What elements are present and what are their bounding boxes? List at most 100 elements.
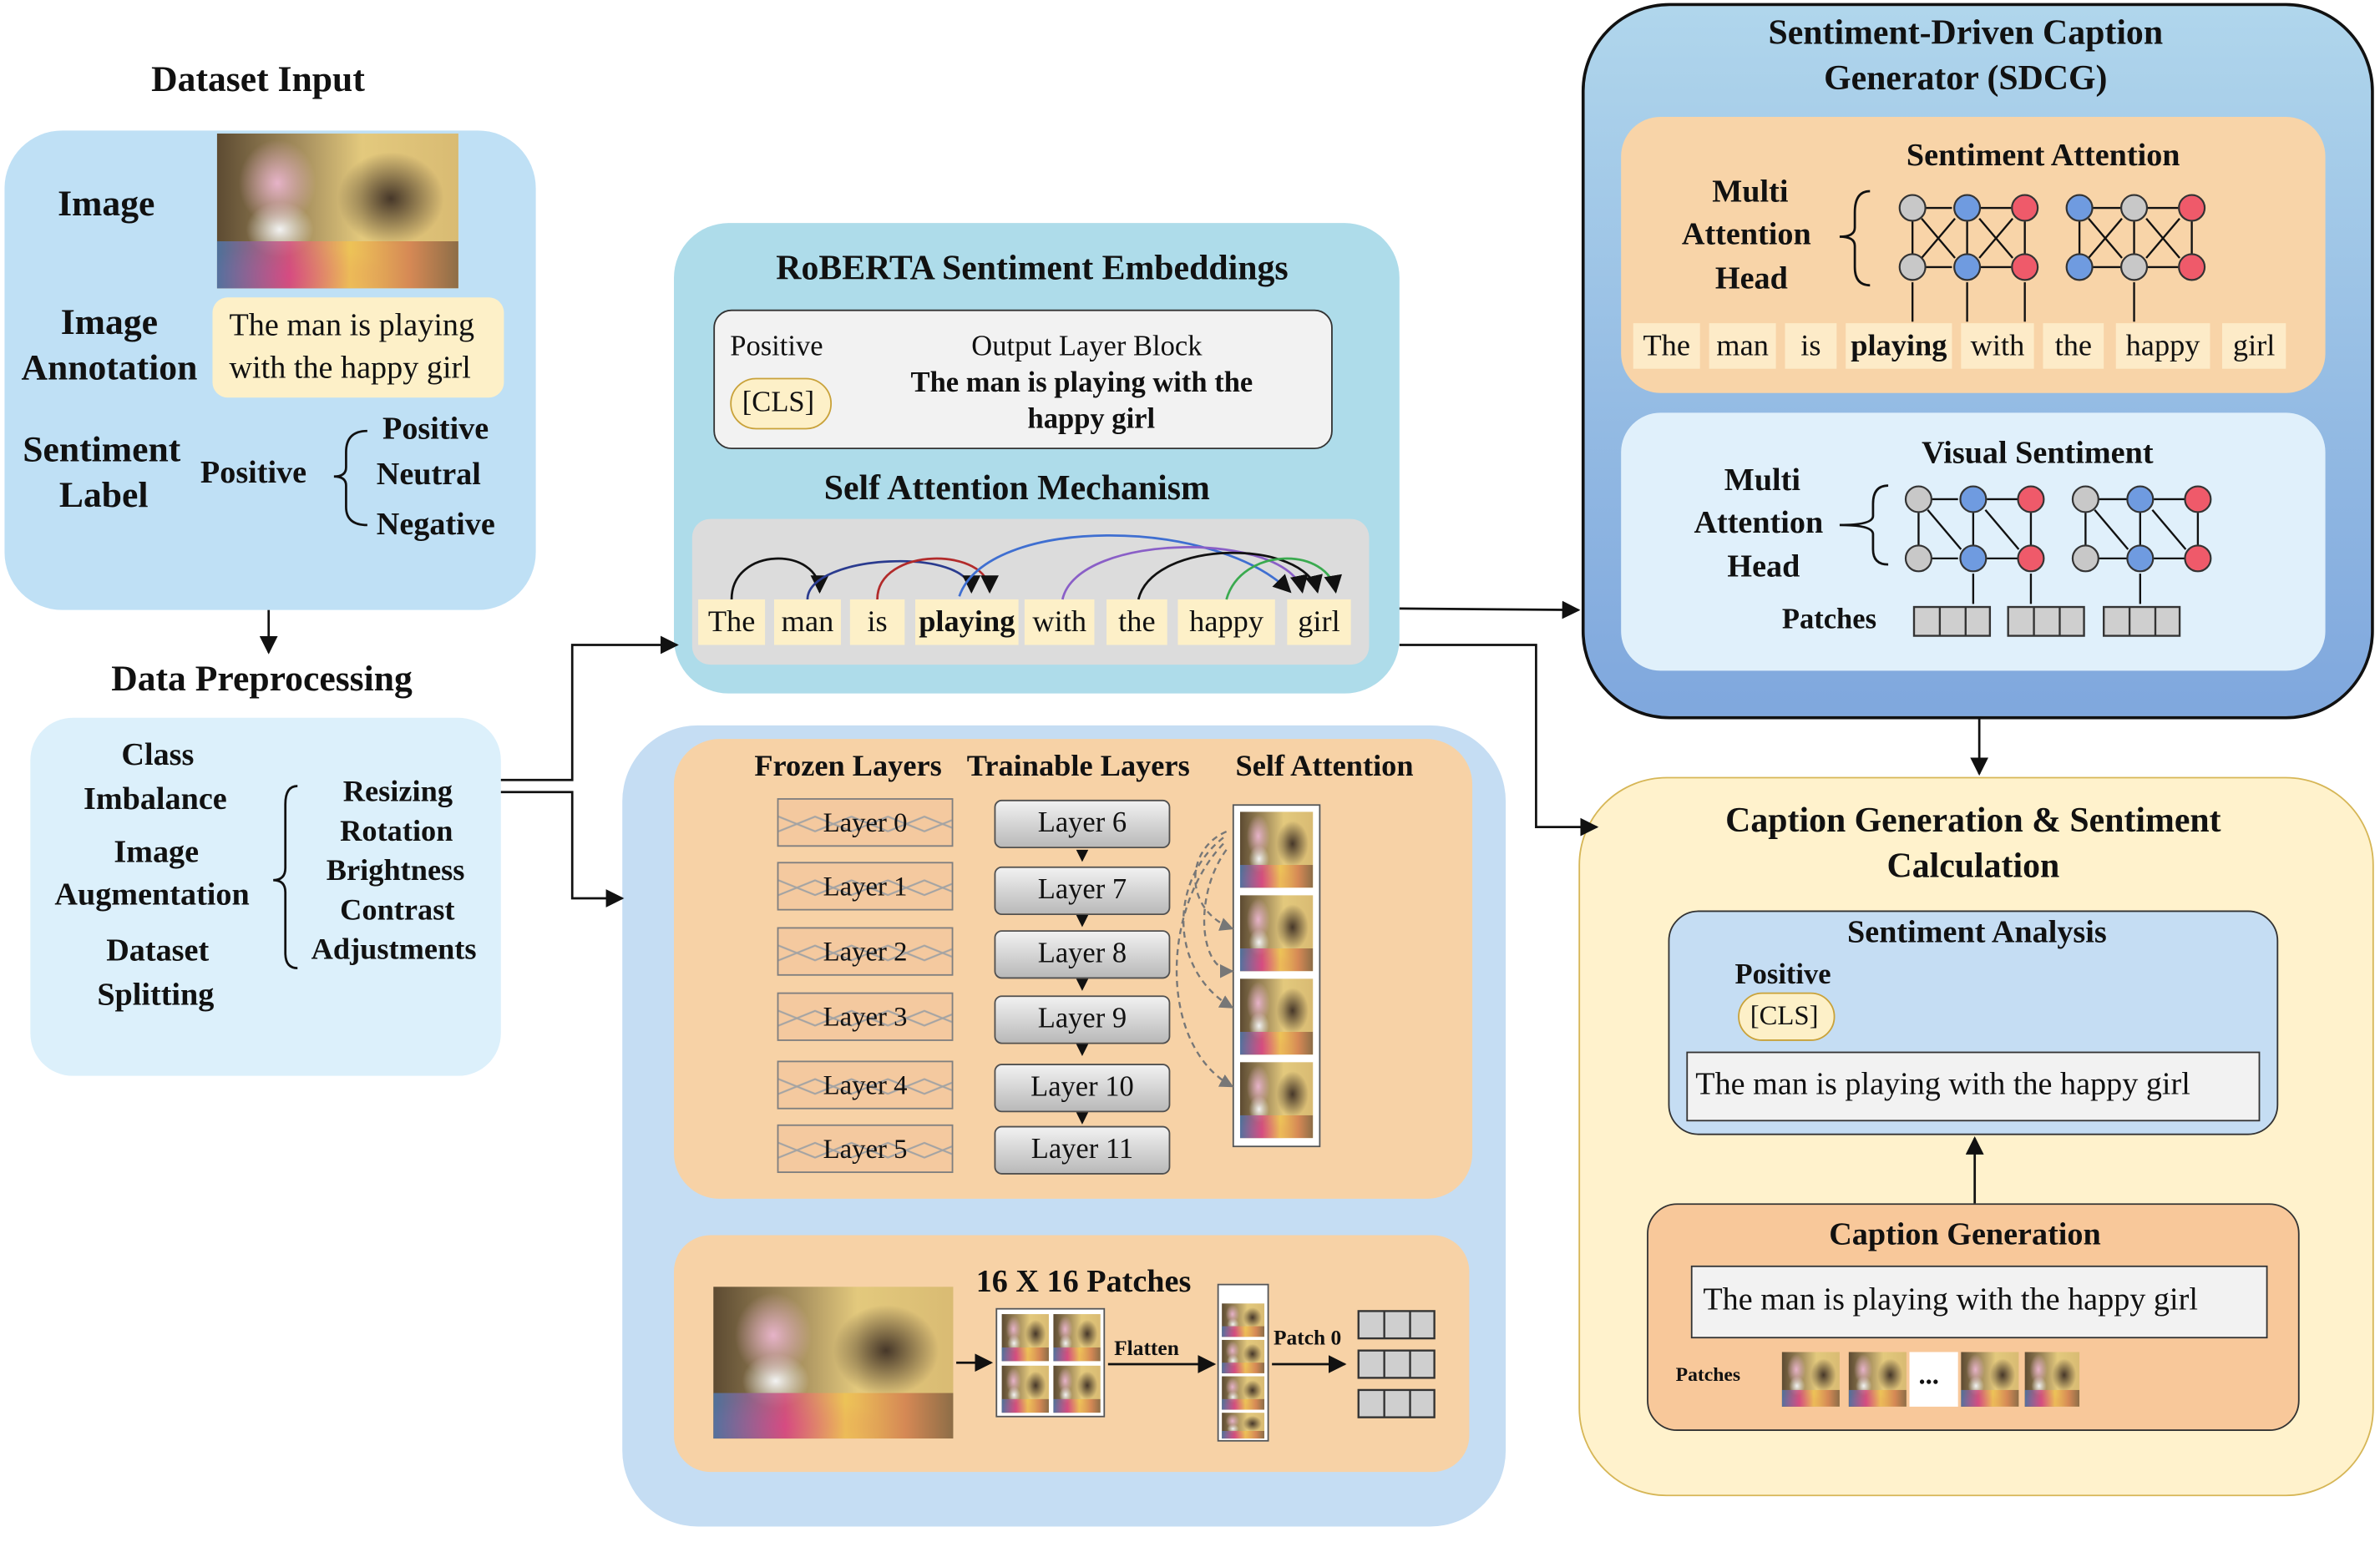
mah-1-line-1: Multi: [1712, 173, 1789, 210]
arrow-prep-to-vit: [500, 791, 625, 907]
analysis-caption-text: The man is playing with the happy girl: [1695, 1064, 2190, 1102]
grid-4-cell-4: [1053, 1365, 1101, 1413]
arrow-prep-to-roberta: [500, 635, 679, 781]
generation-caption-text: The man is playing with the happy girl: [1703, 1281, 2198, 1317]
vit-self-attention-title: Self Attention: [1235, 749, 1414, 783]
frozen-layer-1: Layer 1: [777, 862, 954, 911]
prep-resizing: Resizing: [342, 775, 453, 809]
prep-augmentation: Augmentation: [54, 875, 250, 913]
image-label: Image: [58, 185, 155, 225]
mah-1-line-2: Attention: [1681, 215, 1811, 252]
grid-4-cell-1: [1001, 1314, 1049, 1362]
frozen-layer-5: Layer 5: [777, 1124, 954, 1174]
visual-sentiment-nodes: [1904, 485, 2212, 573]
annotation-text-2: with the happy girl: [229, 349, 471, 386]
sentiment-analysis-title: Sentiment Analysis: [1847, 913, 2107, 950]
preprocessing-title: Data Preprocessing: [111, 660, 413, 700]
sentiment-option-positive: Positive: [382, 409, 489, 447]
visual-sentiment-title: Visual Sentiment: [1922, 433, 2154, 471]
arrow-roberta-to-sdcg: [1399, 600, 1581, 619]
sdcg-token-the-2: the: [2043, 323, 2104, 369]
annotation-text-1: The man is playing: [229, 306, 475, 343]
generation-patches-label: Patches: [1675, 1362, 1741, 1386]
mah-1-brace: [1839, 190, 1871, 287]
rob-token-girl: girl: [1287, 599, 1351, 645]
roberta-positive: Positive: [730, 331, 823, 363]
patches-title: 16 X 16 Patches: [975, 1262, 1192, 1299]
gen-ellipsis-box: [1909, 1352, 1958, 1407]
roberta-cls-token: [730, 377, 833, 430]
sentiment-attention-nodes: [1898, 194, 2206, 281]
sentiment-label-1: Sentiment: [23, 431, 181, 471]
annotation-box: [212, 297, 504, 398]
preprocessing-panel: [30, 717, 501, 1076]
attention-patch-1: [1239, 811, 1314, 888]
rob-token-is: is: [849, 599, 905, 645]
rob-token-the: The: [698, 599, 766, 645]
rob-token-with: with: [1024, 599, 1095, 645]
sentiment-option-negative: Negative: [376, 505, 495, 542]
sdcg-token-is: is: [1785, 323, 1837, 369]
output-block-label: Output Layer Block: [971, 331, 1203, 363]
sdcg-token-playing: playing: [1846, 323, 1952, 369]
prep-splitting: Splitting: [97, 975, 215, 1013]
rob-token-the-2: the: [1106, 599, 1167, 645]
frozen-layer-3: Layer 3: [777, 992, 954, 1041]
flatten-label: Flatten: [1114, 1338, 1179, 1362]
analysis-positive: Positive: [1734, 958, 1831, 991]
prep-dataset: Dataset: [106, 932, 210, 968]
patch0-rows: [1357, 1310, 1436, 1418]
patches-source-photo: [713, 1287, 954, 1439]
mah-1-line-3: Head: [1714, 259, 1788, 296]
rob-token-playing: playing: [915, 599, 1019, 645]
output-text-2: happy girl: [1027, 403, 1156, 436]
attention-dashed-curves: [1175, 830, 1234, 1088]
visual-patch-blocks: [1912, 605, 2181, 637]
prep-class: Class: [121, 736, 195, 773]
mah-2-brace: [1839, 484, 1889, 566]
sentiment-attention-title: Sentiment Attention: [1906, 136, 2180, 174]
analysis-cls-token: [1738, 992, 1836, 1041]
trainable-layer-11: Layer 11: [994, 1125, 1171, 1175]
analysis-caption-box: [1686, 1051, 2261, 1122]
caption-generation-title: Caption Generation: [1829, 1215, 2101, 1252]
attention-patch-4: [1239, 1062, 1314, 1139]
frozen-layers-title: Frozen Layers: [754, 749, 942, 783]
sentiment-value: Positive: [200, 453, 307, 491]
frozen-layer-4: Layer 4: [777, 1060, 954, 1110]
flatten-strip-cell-4: [1222, 1413, 1265, 1439]
sdcg-token-girl: girl: [2221, 323, 2286, 369]
preprocessing-brace: [273, 785, 298, 969]
grid-4-cell-3: [1001, 1365, 1049, 1413]
annotation-label-1: Image: [60, 303, 159, 343]
annotation-label-2: Annotation: [21, 349, 198, 389]
self-attention-title: Self Attention Mechanism: [823, 468, 1210, 508]
trainable-layers-title: Trainable Layers: [966, 749, 1190, 783]
sentiment-brace: [333, 429, 367, 527]
mah-2-line-1: Multi: [1724, 461, 1800, 498]
gen-patch-1: [1781, 1352, 1840, 1407]
arrow-roberta-to-caption: [1399, 644, 1599, 837]
sdcg-title-1: Sentiment-Driven Caption: [1768, 13, 2164, 52]
gen-ellipsis: ...: [1918, 1359, 1939, 1390]
prep-rotation: Rotation: [340, 815, 453, 849]
prep-adjustments: Adjustments: [311, 933, 477, 967]
caption-title-2: Calculation: [1886, 847, 2060, 885]
generation-caption-box: [1690, 1265, 2268, 1339]
caption-title-1: Caption Generation & Sentiment: [1725, 801, 2221, 840]
sdcg-title-2: Generator (SDCG): [1824, 58, 2108, 98]
sentiment-label-2: Label: [58, 476, 149, 516]
sentiment-option-neutral: Neutral: [376, 455, 481, 492]
roberta-attention-arcs: [730, 534, 1342, 600]
attention-patch-3: [1239, 978, 1314, 1055]
trainable-layer-7: Layer 7: [994, 866, 1171, 916]
prep-image: Image: [114, 832, 200, 870]
sdcg-token-man: man: [1709, 323, 1776, 369]
visual-patches-label: Patches: [1781, 604, 1877, 636]
sdcg-token-happy: happy: [2115, 323, 2210, 369]
rob-token-man: man: [773, 599, 841, 645]
roberta-cls-text: [CLS]: [742, 387, 815, 419]
sdcg-token-with: with: [1961, 323, 2034, 369]
